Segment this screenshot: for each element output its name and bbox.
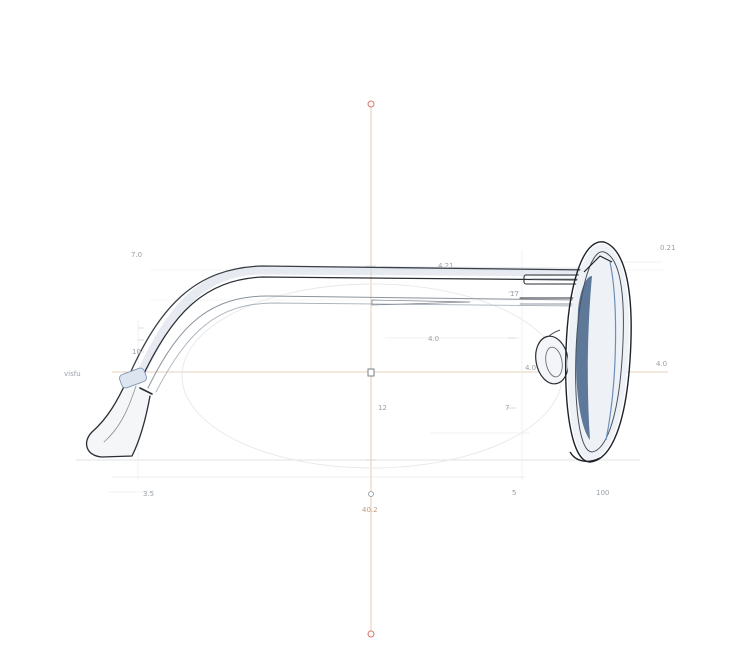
nose-pad-inner — [545, 346, 563, 378]
label-right-bottom-1: 5 — [512, 489, 516, 497]
lower-circle-marker — [368, 491, 374, 497]
label-temple-top: 4.21 — [438, 262, 454, 270]
ear-tip-band — [139, 387, 153, 395]
label-small-left: 10 — [132, 348, 141, 356]
temple-arm-lower-edge — [147, 295, 581, 389]
front-frame — [565, 241, 632, 463]
frame-top-bridge — [583, 255, 613, 273]
tick-marks — [138, 265, 516, 461]
label-hinge: 17 — [510, 290, 519, 298]
label-nose: 4.0 — [525, 364, 536, 372]
frame-bottom-foot — [569, 451, 601, 463]
ear-tip-joint — [119, 367, 147, 389]
temple-bar-detail — [371, 299, 471, 306]
temple-arm-top-edge — [127, 265, 591, 379]
temple-arm-shade — [133, 265, 590, 385]
label-axis-bottom: 40.2 — [362, 506, 378, 514]
ear-tip-inner-line — [103, 385, 137, 443]
label-right-edge: 4.0 — [656, 360, 667, 368]
temple-ear-tip — [85, 367, 153, 458]
nose-pad — [535, 329, 569, 385]
label-top-right: 0.21 — [660, 244, 676, 252]
center-square-marker — [367, 368, 375, 377]
label-left-bottom: 3.5 — [143, 490, 154, 498]
label-right-bottom-2: 100 — [596, 489, 609, 497]
label-left-side: visfu — [64, 370, 81, 378]
lens-rim-outer — [565, 241, 632, 463]
axis-bottom-marker — [367, 630, 375, 638]
lens-tint — [576, 276, 592, 440]
label-lens-center: 4.0 — [428, 335, 439, 343]
ear-tip-outline — [85, 377, 151, 458]
lens-rim-highlight — [605, 261, 617, 441]
temple-arm — [127, 265, 591, 393]
label-right-lower: 7 — [505, 404, 509, 412]
axis-top-marker — [367, 100, 375, 108]
guide-lines — [76, 104, 668, 634]
label-center-1: 12 — [378, 404, 387, 412]
label-top-left: 7.0 — [131, 251, 142, 259]
temple-arm-lower-inner-edge — [155, 302, 579, 393]
dimension-labels: 7.0 4.21 17 0.21 4.0 4.0 visfu 4.0 12 7 … — [64, 244, 676, 514]
lens-rim-inner — [575, 251, 624, 453]
temple-arm-inner-edge — [139, 276, 589, 383]
nose-pad-outer — [535, 335, 569, 385]
